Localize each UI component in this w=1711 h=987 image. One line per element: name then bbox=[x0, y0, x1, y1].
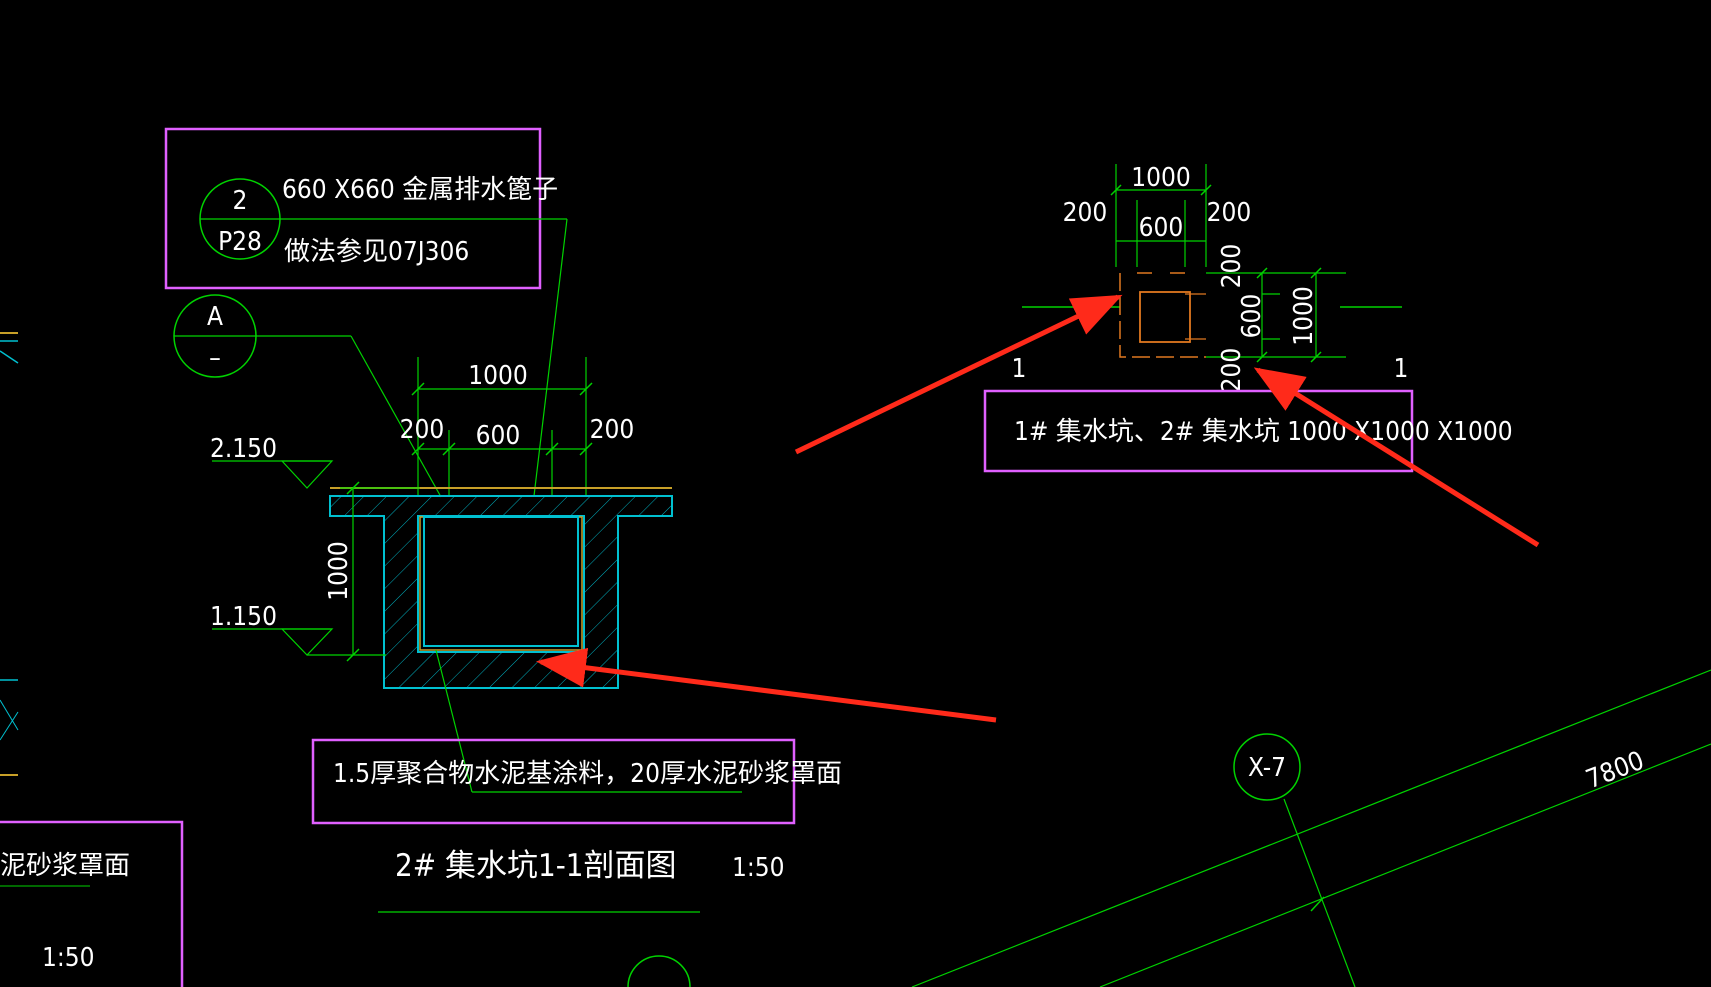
callout-box bbox=[164, 127, 542, 290]
waterproof-note-callout[interactable]: 1.5厚聚合物水泥基涂料，20厚水泥砂浆罩面 bbox=[311, 738, 842, 825]
axis-grid-label: X-7 bbox=[1248, 753, 1286, 783]
axis-tick bbox=[1310, 896, 1325, 912]
section-title-block: 2# 集水坑1-1剖面图 1:50 bbox=[378, 848, 785, 987]
waterproof-note: 1.5厚聚合物水泥基涂料，20厚水泥砂浆罩面 bbox=[333, 759, 842, 789]
section-mark-letter: A bbox=[207, 302, 223, 332]
detail-reference-callout[interactable]: 2 P28 660 X660 金属排水篦子 做法参见07J306 bbox=[164, 127, 568, 497]
plan-pit-outline bbox=[1119, 272, 1206, 358]
section-horizontal-dims bbox=[411, 357, 593, 495]
left-edge-fragment: 泥砂浆罩面 1:50 bbox=[0, 332, 184, 987]
red-arrow-to-plan-dim bbox=[1253, 367, 1540, 548]
pit-section-view[interactable]: 1000 200 600 200 2.150 1.150 1000 bbox=[210, 357, 742, 793]
plan-dim-v-bottom: 200 bbox=[1217, 348, 1247, 393]
left-fragment-note: 泥砂浆罩面 bbox=[0, 851, 130, 881]
section-mark-sub: – bbox=[209, 343, 221, 373]
detail-number: 2 bbox=[233, 186, 248, 216]
axis-dim-line-upper bbox=[1099, 743, 1711, 987]
section-index-mark[interactable]: A – bbox=[173, 294, 442, 498]
elevation-top: 2.150 bbox=[210, 434, 277, 464]
plan-dim-v-total: 1000 bbox=[1289, 286, 1319, 346]
section-scale: 1:50 bbox=[732, 853, 785, 883]
elevation-bottom: 1.150 bbox=[210, 602, 277, 632]
axis-dim-line-lower bbox=[911, 669, 1711, 987]
cut-label-right: 1 bbox=[1394, 354, 1409, 384]
pit-cavity bbox=[423, 516, 579, 647]
section-leader-line bbox=[350, 335, 442, 498]
plan-horizontal-dims bbox=[1110, 164, 1212, 267]
section-dim-right: 200 bbox=[590, 415, 635, 445]
bottom-index-circle bbox=[627, 955, 691, 987]
elevation-top-marker bbox=[212, 460, 334, 489]
elevation-bottom-marker bbox=[212, 628, 386, 656]
plan-dim-v-top: 200 bbox=[1217, 244, 1247, 289]
plan-label-callout[interactable]: 1# 集水坑、2# 集水坑 1000 X1000 X1000 bbox=[983, 389, 1513, 473]
axis-dimension: 7800 bbox=[1582, 746, 1648, 795]
plan-vertical-dims bbox=[1206, 267, 1346, 363]
axis-grid-area[interactable]: X-7 7800 bbox=[911, 669, 1711, 987]
section-dim-depth: 1000 bbox=[324, 541, 354, 601]
axis-grid-line bbox=[1283, 798, 1356, 987]
plan-dim-v-center: 600 bbox=[1237, 294, 1267, 339]
plan-dim-right: 200 bbox=[1207, 198, 1252, 228]
plan-dim-center: 600 bbox=[1139, 213, 1184, 243]
section-title: 2# 集水坑1-1剖面图 bbox=[395, 848, 677, 884]
plan-dim-left: 200 bbox=[1063, 198, 1108, 228]
section-depth-dim bbox=[340, 481, 420, 662]
leader-line-to-grate bbox=[533, 218, 568, 497]
waterproof-note-box bbox=[311, 738, 796, 825]
red-arrow-to-pit-floor bbox=[536, 647, 997, 723]
detail-note-line1: 660 X660 金属排水篦子 bbox=[282, 175, 558, 205]
section-dim-center: 600 bbox=[476, 421, 521, 451]
cut-label-left: 1 bbox=[1012, 354, 1027, 384]
axis-grid-bubble bbox=[1233, 733, 1301, 801]
red-annotation-arrows bbox=[536, 294, 1540, 723]
section-dim-left: 200 bbox=[400, 415, 445, 445]
plan-dim-total: 1000 bbox=[1131, 163, 1191, 193]
plan-label-box bbox=[983, 389, 1414, 473]
detail-sheet: P28 bbox=[218, 227, 262, 257]
left-fragment-scale: 1:50 bbox=[42, 943, 95, 973]
plan-label: 1# 集水坑、2# 集水坑 1000 X1000 X1000 bbox=[1014, 417, 1513, 447]
section-dim-total: 1000 bbox=[468, 361, 528, 391]
pit-plan-view[interactable]: 1000 200 600 200 200 600 1000 200 1 1 bbox=[1012, 163, 1409, 392]
waterproof-leader bbox=[435, 649, 473, 793]
red-arrow-to-plan-pit bbox=[794, 294, 1123, 455]
detail-note-line2: 做法参见07J306 bbox=[284, 237, 469, 267]
